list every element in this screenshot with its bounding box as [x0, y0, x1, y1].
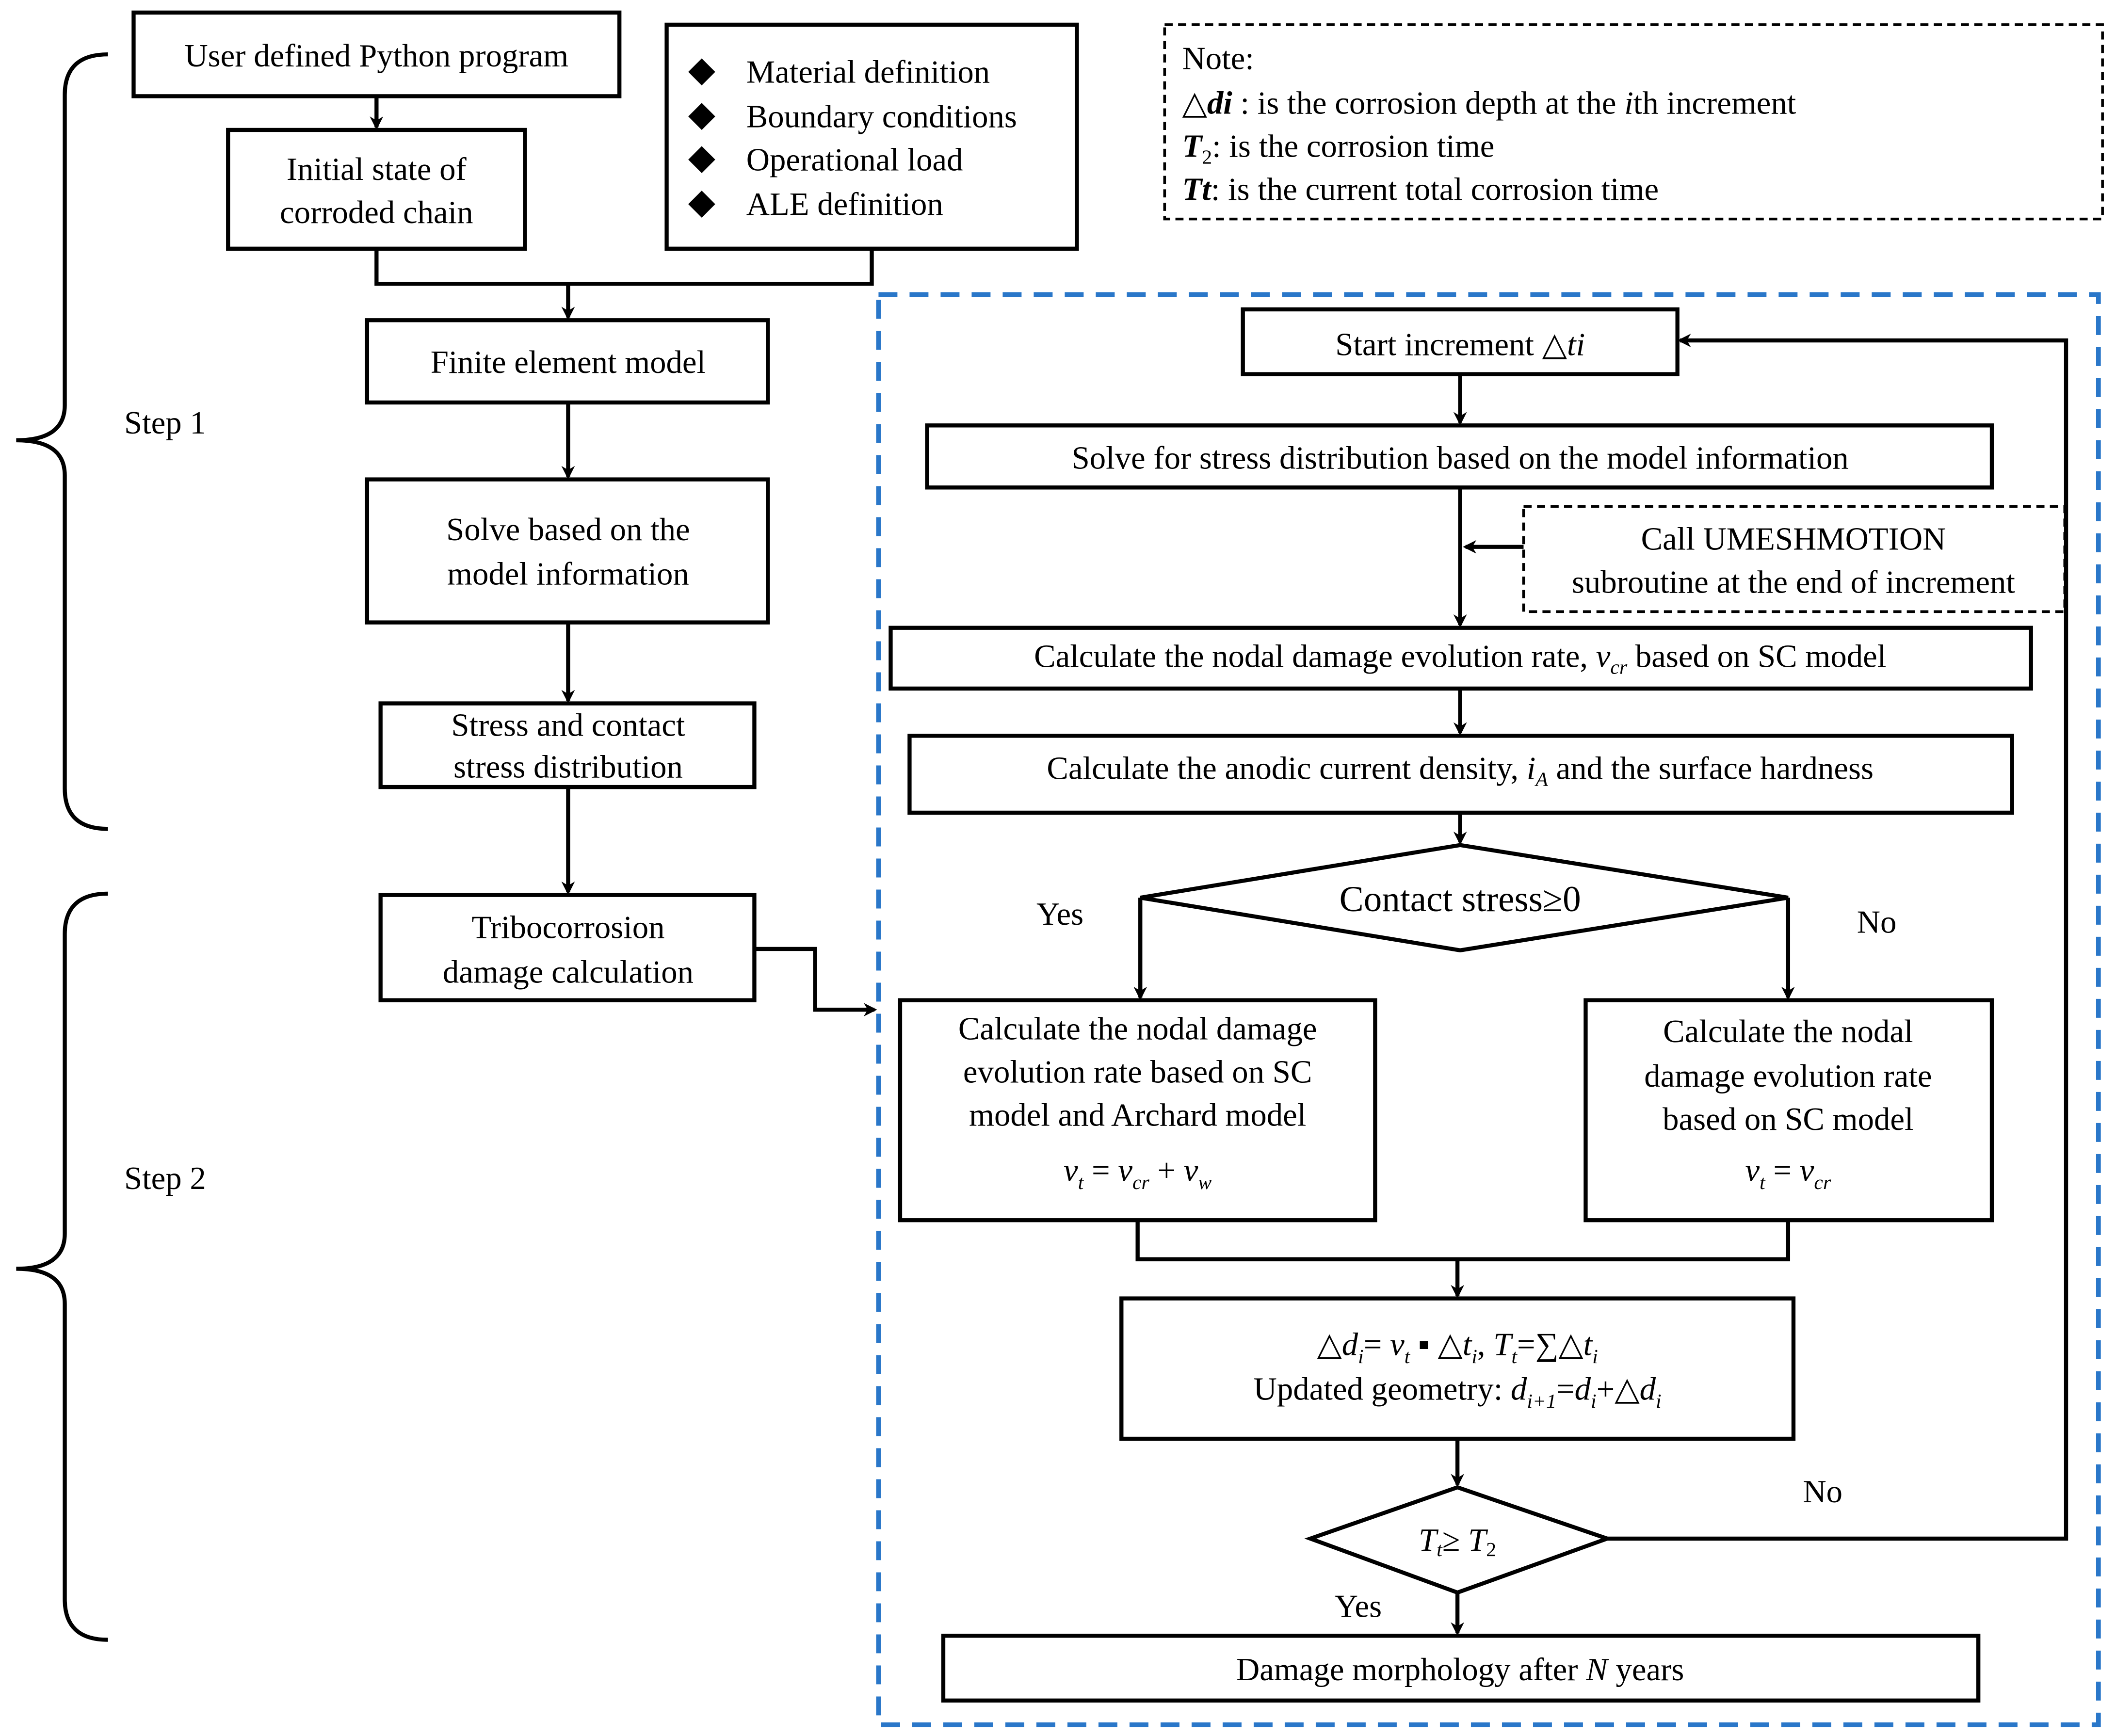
yes-label: Yes [1036, 896, 1083, 932]
step2-label: Step 2 [124, 1160, 206, 1196]
tribo-box [378, 893, 757, 1002]
diamond-bullet-icon [688, 103, 715, 130]
umeshmotion-line2: subroutine at the end of increment [1572, 564, 2015, 600]
tribo-line2: damage calculation [443, 954, 694, 990]
contact-stress-label: Contact stress≥0 [1340, 879, 1581, 919]
definitions-list: Material definition Boundary conditions … [688, 54, 1017, 222]
definition-item: Operational load [746, 142, 963, 177]
sc-only-formula: vt = vcr [1745, 1153, 1831, 1194]
step2-region [876, 292, 2101, 1727]
no-label: No [1803, 1474, 1842, 1510]
initial-state-line1: Initial state of [287, 151, 467, 187]
sc-archard-box [898, 998, 1377, 1222]
time-decision-label: Tt≥ T2 [1419, 1522, 1496, 1561]
nodal-rate-box [888, 626, 2033, 691]
tribo-line1: Tribocorrosion [471, 910, 664, 946]
sc-archard-formula: vt = vcr + vw [1064, 1153, 1211, 1194]
loop-back-connector [1607, 334, 2068, 1541]
sc-only-line3: based on SC model [1663, 1101, 1913, 1137]
sc-only-line2: damage evolution rate [1644, 1058, 1932, 1094]
sc-archard-line1: Calculate the nodal damage [958, 1011, 1317, 1046]
anodic-label: Calculate the anodic current density, iA… [1047, 750, 1873, 790]
note-box [1163, 23, 2104, 221]
definition-item: ALE definition [746, 186, 943, 222]
solve-stress-box [925, 423, 1994, 490]
note-line-di: △di : is the corrosion depth at the ith … [1182, 85, 1796, 121]
diamond-bullet-icon [688, 58, 715, 86]
definition-item: Material definition [746, 54, 990, 90]
python-program-label: User defined Python program [184, 38, 568, 74]
merge-connector [1135, 1220, 1791, 1262]
sc-archard-line3: model and Archard model [969, 1097, 1306, 1133]
step1-brace [16, 52, 108, 831]
definition-item: Boundary conditions [746, 98, 1017, 134]
update-formula-line2: Updated geometry: di+1=di+△di [1254, 1371, 1662, 1413]
contact-stress-decision [1140, 843, 1789, 952]
diamond-bullet-icon [688, 191, 715, 218]
note-title: Note: [1182, 41, 1254, 77]
nodal-rate-label: Calculate the nodal damage evolution rat… [1034, 638, 1886, 678]
sc-archard-line2: evolution rate based on SC [963, 1054, 1312, 1090]
definitions-box [664, 22, 1079, 251]
stress-line1: Stress and contact [451, 707, 685, 743]
update-formula-line1: △di= vt ▪ △ti, Tt=∑△ti [1317, 1326, 1598, 1368]
solve-line2: model information [447, 556, 689, 592]
update-geometry-box [1119, 1296, 1796, 1441]
step1-label: Step 1 [124, 405, 206, 441]
solve-box [365, 477, 770, 625]
sc-only-line1: Calculate the nodal [1663, 1013, 1913, 1049]
start-increment-label: Start increment △ti [1335, 327, 1585, 363]
no-label: No [1857, 904, 1897, 940]
umeshmotion-line1: Call UMESHMOTION [1641, 521, 1946, 557]
tribo-connector [754, 947, 877, 1017]
initial-state-line2: corroded chain [280, 194, 473, 230]
initial-state-box [226, 128, 527, 251]
note-line-tt: Tt: is the current total corrosion time [1182, 172, 1659, 208]
yes-label: Yes [1335, 1588, 1382, 1624]
note-line-t2: T2: is the corrosion time [1182, 129, 1494, 169]
fem-label: Finite element model [431, 344, 706, 380]
step2-brace [16, 891, 108, 1642]
solve-line1: Solve based on the [446, 512, 690, 547]
final-label: Damage morphology after N years [1236, 1652, 1684, 1688]
stress-box [378, 701, 757, 789]
python-program-box [131, 10, 622, 98]
solve-stress-label: Solve for stress distribution based on t… [1072, 440, 1849, 476]
diamond-bullet-icon [688, 146, 715, 173]
stress-line2: stress distribution [453, 749, 683, 785]
merge-connector [374, 248, 874, 286]
final-box [941, 1634, 1981, 1703]
